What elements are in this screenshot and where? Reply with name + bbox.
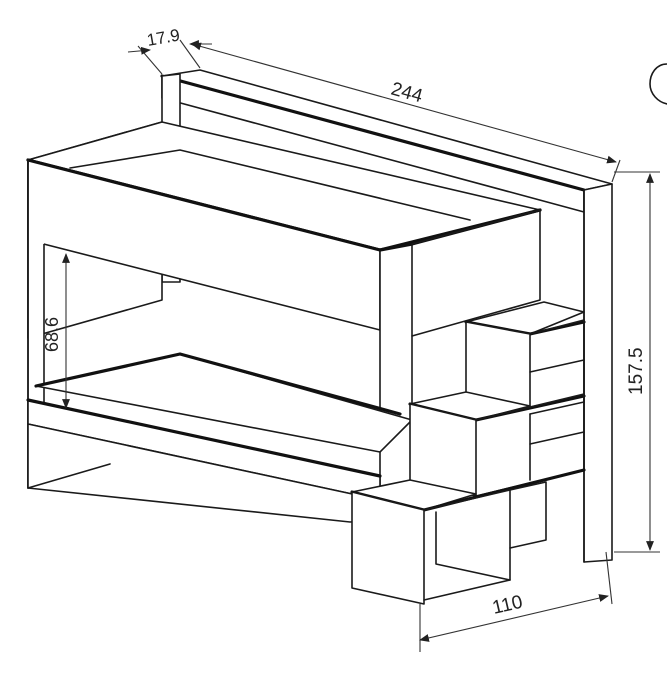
- stair-shelf-top: [529, 359, 585, 373]
- upper-front-guard-rail-top: [26, 158, 382, 252]
- dim-height-label: 157.5: [626, 347, 647, 395]
- right-end-post-front: [583, 183, 613, 563]
- dim-length-ext-right: [611, 159, 621, 183]
- stair-riser-bottom: [351, 491, 425, 605]
- front-right-post: [379, 243, 413, 491]
- lower-mattress-edge: [34, 352, 402, 416]
- dim-depth-label: 110: [490, 592, 524, 619]
- dim-clearance-label: 68.6: [42, 317, 62, 352]
- base-foot: [27, 463, 111, 489]
- stair-support-panel: [435, 511, 511, 581]
- upper-mattress-inner: [69, 149, 471, 221]
- stair-shelf-middle-h: [529, 431, 585, 445]
- cropped-badge-icon: [649, 63, 667, 105]
- dim-thickness-arrow-left: [127, 46, 151, 55]
- lower-front-rail-top: [26, 398, 382, 478]
- stair-support-panel-2: [509, 481, 547, 549]
- dim-depth-line: [419, 594, 609, 642]
- dim-thickness-label: 17.9: [145, 25, 181, 49]
- dim-depth-ext-right: [605, 551, 613, 605]
- dim-length-line: [191, 42, 617, 164]
- stair-riser-top-back: [529, 319, 585, 415]
- dim-length-label: 244: [389, 79, 426, 108]
- stair-riser-bottom-side: [423, 489, 511, 601]
- upper-end-rail: [411, 209, 541, 337]
